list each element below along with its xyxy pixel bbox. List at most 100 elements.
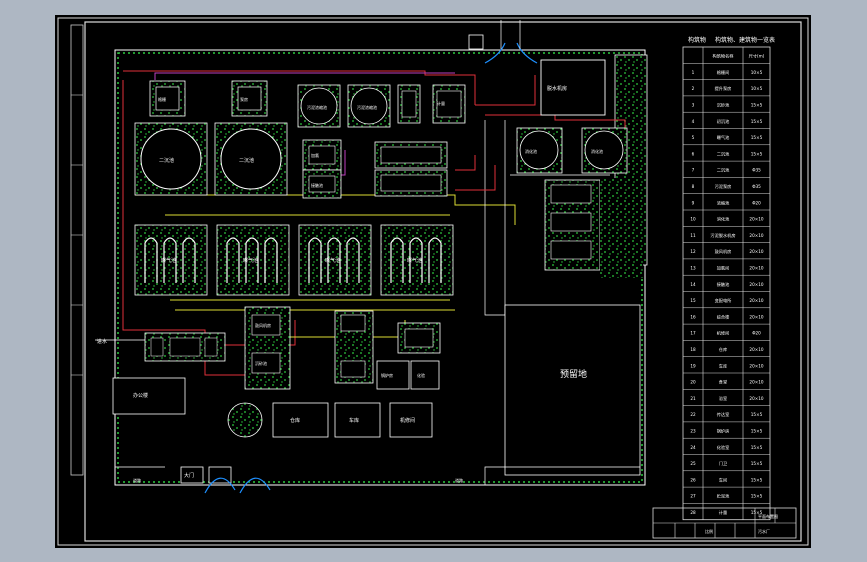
site-plan-drawing: 曝气池曝气池曝气池曝气池 [57, 17, 809, 546]
table-row-name: 浴室 [719, 395, 727, 402]
table-row-name: 化验室 [717, 444, 730, 451]
right-building-group [544, 178, 643, 278]
digest-label-b: 消化池 [591, 148, 603, 154]
table-row-no: 8 [692, 184, 695, 189]
grit-label: 沉砂池 [255, 360, 267, 366]
table-row-no: 16 [690, 314, 696, 319]
table-row-no: 5 [692, 135, 695, 140]
table-row-no: 25 [690, 461, 696, 466]
table-row-no: 12 [690, 249, 696, 254]
table-row-size: 10×5 [751, 70, 763, 75]
table-row-no: 22 [690, 412, 696, 417]
table-row-name: 曝气池 [717, 134, 730, 140]
middle-tanks [302, 139, 448, 199]
table-row-size: 20×10 [749, 396, 764, 401]
table-row-size: 20×10 [749, 298, 764, 303]
site-hedge [117, 52, 643, 483]
table-row-name: 构筑物名称 [713, 53, 734, 60]
table-row-size: 20×10 [749, 282, 764, 287]
table-row-size: 20×10 [749, 249, 764, 254]
table-row-name: 门卫 [719, 460, 727, 467]
table-row-no: 3 [692, 102, 695, 107]
aeration-tank-label: 曝气池 [161, 257, 176, 264]
aeration-tank-label: 曝气池 [407, 257, 422, 264]
table-row-name: 污泥泵房 [715, 183, 732, 190]
table-row-name: 锅炉房 [717, 427, 730, 434]
garage-label: 车库 [349, 417, 359, 424]
reserve-land-label: 预留地 [560, 368, 587, 380]
table-row-name: 接触池 [717, 281, 730, 288]
scale-label: 比例 [705, 528, 713, 534]
road-label-b: 道路 [455, 477, 463, 483]
table-row-size: 15×5 [751, 461, 763, 466]
table-row-size: 20×10 [749, 217, 764, 222]
lower-buildings [112, 34, 641, 484]
table-row-no: 4 [692, 119, 695, 124]
table-row-name: 加氯间 [717, 264, 730, 271]
table-row-no: 23 [690, 428, 696, 433]
table-row-no: 14 [690, 282, 696, 287]
table-row-no: 10 [690, 217, 696, 222]
table-row-name: 车间 [719, 476, 727, 483]
table-row-name: 综合楼 [717, 313, 730, 320]
table-row-no: 17 [690, 331, 696, 336]
table-row-no: 15 [690, 298, 696, 303]
table-row-name: 机修间 [717, 330, 730, 337]
title-block [652, 507, 797, 539]
table-row-size: 20×10 [749, 233, 764, 238]
table-row-name: 贮泥池 [717, 493, 730, 500]
aeration-tank-label: 曝气池 [325, 257, 340, 264]
clarifier-label-b: 二沉池 [239, 157, 254, 164]
table-row-name: 二沉池 [717, 167, 730, 174]
table-row-name: 变配电所 [715, 297, 732, 304]
top-row-units [149, 80, 466, 128]
office-label: 办公楼 [133, 392, 148, 399]
table-row-size: 15×5 [751, 135, 763, 140]
sludge-label-b: 污泥浓缩池 [357, 104, 377, 110]
aeration-tank-label: 曝气池 [243, 257, 258, 264]
table-row-size: Φ20 [752, 200, 761, 205]
table-row-name: 车库 [719, 362, 727, 369]
table-row-name: 传达室 [717, 411, 730, 418]
table-row-no: 6 [692, 151, 695, 156]
table-row-size: 20×10 [749, 380, 764, 385]
table-row-size: 15×5 [751, 428, 763, 433]
table-row-no: 1 [692, 70, 695, 75]
outer-frame [57, 17, 809, 546]
table-row-size: 20×10 [749, 265, 764, 270]
table-row-name: 食堂 [719, 379, 727, 386]
table-row-name: 格栅间 [717, 69, 730, 76]
table-row-no: 19 [690, 363, 696, 368]
table-row-no: 13 [690, 265, 696, 270]
table-row-no: 27 [690, 494, 696, 499]
sludge-label-a: 污泥浓缩池 [307, 104, 327, 110]
table-row-size: 20×10 [749, 363, 764, 368]
binding-strip [70, 24, 84, 476]
clarifier-label-a: 二沉池 [159, 157, 174, 164]
meter-label: 计量 [437, 100, 445, 106]
warehouse-label: 仓库 [290, 417, 300, 424]
top-right-building [540, 59, 606, 116]
table-row-size: 15×5 [751, 494, 763, 499]
table-row-size: 15×5 [751, 102, 763, 107]
table-row-no: 24 [690, 445, 696, 450]
clarifiers [134, 122, 288, 196]
title-block-a: 平面布置图 [758, 513, 778, 519]
aeration-tanks: 曝气池 曝气池 曝气池 曝气池 [134, 224, 454, 296]
road-label-a: 道路 [133, 477, 141, 483]
title-block-b: 污水厂 [758, 528, 770, 534]
table-row-name: 浓缩池 [717, 199, 730, 206]
pump-label: 泵房 [240, 96, 248, 102]
table-row-name: 消化池 [717, 216, 730, 223]
table-row-size: 15×5 [751, 151, 763, 156]
blower-label: 鼓风机房 [255, 322, 271, 328]
table-row-size: Φ35 [752, 184, 761, 189]
table-row-name: 污泥脱水机房 [710, 232, 735, 239]
table-row-no: 26 [690, 477, 696, 482]
right-circular-tanks [516, 127, 628, 174]
table-row-no: 28 [690, 510, 696, 515]
table-row-name: 计量 [719, 509, 727, 516]
screen-label: 格栅 [158, 96, 166, 102]
digest-label-a: 消化池 [525, 148, 537, 154]
